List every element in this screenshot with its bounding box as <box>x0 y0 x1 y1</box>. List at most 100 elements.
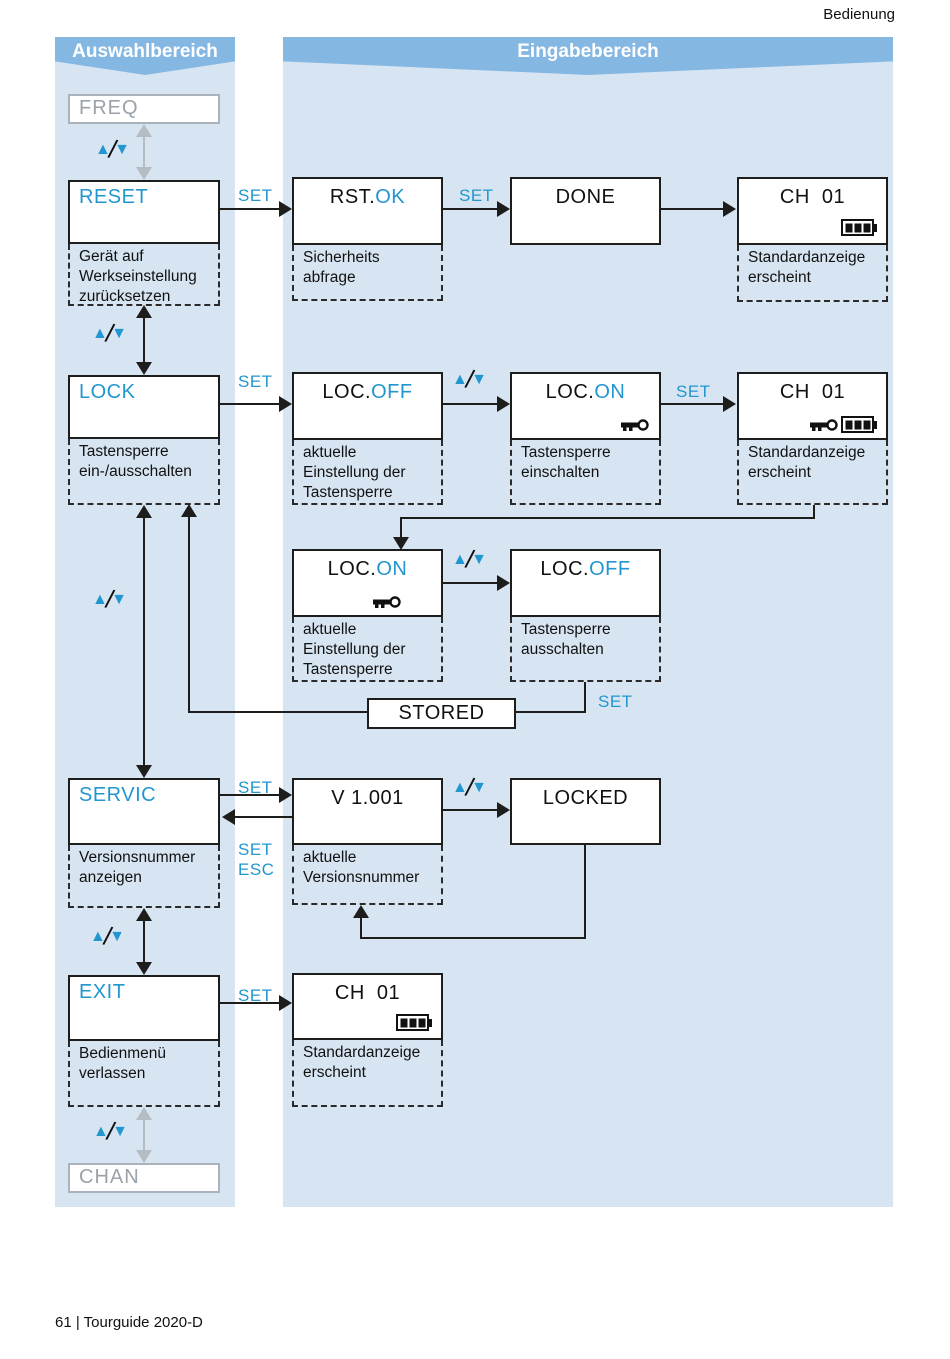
arrow-exit-chan <box>143 1119 145 1151</box>
menu-item-reset-label: RESET <box>79 186 149 208</box>
arrowhead-icon <box>136 765 152 778</box>
arrow-locoff-to-locon <box>443 403 498 405</box>
arrowhead-icon <box>723 396 736 412</box>
down-triangle-icon: ▼ <box>111 324 127 342</box>
connector-locked-to-version <box>584 845 586 939</box>
arrow-lock-servic <box>143 517 145 766</box>
arrowhead-icon <box>279 995 292 1011</box>
arrowhead-icon <box>497 396 510 412</box>
display-loc-on-current: LOC.ON <box>292 549 443 617</box>
display-loc-off-text: LOC. <box>322 381 372 403</box>
up-down-keys-label: ▲/▼ <box>452 772 487 803</box>
display-rst-ok-text: RST. <box>329 186 376 208</box>
up-down-keys-label: ▲/▼ <box>452 544 487 575</box>
arrowhead-icon <box>279 787 292 803</box>
arrow-exit-to-ch01 <box>220 1002 280 1004</box>
arrowhead-icon <box>136 362 152 375</box>
key-icon <box>810 419 838 431</box>
arrow-done-to-ch01 <box>661 208 724 210</box>
display-loc-on-text: LOC. <box>545 381 595 403</box>
display-ch01-lock-description: Standardanzeige erscheint <box>737 440 888 505</box>
arrowhead-icon <box>279 201 292 217</box>
display-version-description: aktuelle Versionsnummer <box>292 845 443 905</box>
down-triangle-icon: ▼ <box>471 370 487 388</box>
display-loc-on-current-text: LOC. <box>327 558 377 580</box>
menu-item-freq: FREQ <box>68 94 220 124</box>
menu-item-servic: SERVIC <box>68 778 220 845</box>
menu-item-chan: CHAN <box>68 1163 220 1193</box>
display-ch01-exit-text: CH 01 <box>334 982 401 1004</box>
up-down-keys-label: ▲/▼ <box>92 318 127 349</box>
arrowhead-icon <box>136 167 152 180</box>
set-key-label: SET <box>238 778 273 797</box>
set-key-label: SET <box>598 692 633 711</box>
display-stored: STORED <box>367 698 516 729</box>
display-version-text: V 1.001 <box>331 787 404 809</box>
up-triangle-icon: ▲ <box>452 778 468 796</box>
up-down-keys-label: ▲/▼ <box>90 921 125 952</box>
up-triangle-icon: ▲ <box>95 140 111 158</box>
connector-ch01-to-locon <box>400 517 815 519</box>
display-ch01-lock-text: CH 01 <box>779 381 846 403</box>
page-footer: 61 | Tourguide 2020-D <box>55 1314 203 1331</box>
connector-stored-to-lock <box>189 711 367 713</box>
arrowhead-icon <box>136 908 152 921</box>
menu-item-reset: RESET <box>68 180 220 244</box>
key-icon <box>373 596 401 608</box>
arrowhead-icon <box>136 1107 152 1120</box>
display-ch01-exit-description: Standardanzeige erscheint <box>292 1040 443 1107</box>
display-rst-ok: RST.OK <box>292 177 443 245</box>
display-ch01-exit: CH 01 <box>292 973 443 1040</box>
up-down-keys-label: ▲/▼ <box>452 364 487 395</box>
down-triangle-icon: ▼ <box>109 927 125 945</box>
up-triangle-icon: ▲ <box>92 590 108 608</box>
menu-item-lock-description: Tastensperre ein-/ausschalten <box>68 439 220 505</box>
arrowhead-icon <box>497 201 510 217</box>
display-done: DONE <box>510 177 661 245</box>
down-triangle-icon: ▼ <box>471 550 487 568</box>
display-ch01-reset-description: Standardanzeige erscheint <box>737 245 888 302</box>
menu-item-chan-label: CHAN <box>79 1166 140 1188</box>
menu-item-freq-label: FREQ <box>79 97 139 119</box>
arrow-reset-lock <box>143 317 145 363</box>
display-loc-on-enable-description: Tastensperre einschalten <box>510 440 661 505</box>
display-loc-off-current-description: aktuelle Einstellung der Tastensperre <box>292 440 443 505</box>
arrow-reset-to-rstok <box>220 208 280 210</box>
display-ch01-lock: CH 01 <box>737 372 888 440</box>
menu-item-exit: EXIT <box>68 975 220 1041</box>
key-icon <box>621 419 649 431</box>
set-key-label: SET <box>238 372 273 391</box>
connector-locked-to-version <box>360 937 586 939</box>
up-triangle-icon: ▲ <box>452 370 468 388</box>
battery-icon <box>841 416 877 433</box>
display-locked: LOCKED <box>510 778 661 845</box>
set-key-label: SET <box>676 382 711 401</box>
display-loc-on-enable: LOC.ON <box>510 372 661 440</box>
display-done-text: DONE <box>555 186 616 208</box>
arrowhead-icon <box>136 124 152 137</box>
menu-item-exit-description: Bedienmenü verlassen <box>68 1041 220 1107</box>
battery-icon <box>841 219 877 236</box>
arrow-rstok-to-done <box>443 208 498 210</box>
arrowhead-icon <box>723 201 736 217</box>
arrowhead-icon <box>393 537 409 550</box>
battery-icon <box>396 1014 432 1031</box>
up-triangle-icon: ▲ <box>452 550 468 568</box>
menu-item-exit-label: EXIT <box>79 981 126 1003</box>
page-header: Bedienung <box>823 6 895 23</box>
display-loc-on-current-description: aktuelle Einstellung der Tastensperre <box>292 617 443 682</box>
arrow-servic-to-version <box>220 794 280 796</box>
up-down-keys-label: ▲/▼ <box>95 134 130 165</box>
menu-item-lock-label: LOCK <box>79 381 136 403</box>
down-triangle-icon: ▼ <box>112 1122 128 1140</box>
set-key-label: SET <box>459 186 494 205</box>
display-loc-off-accent: OFF <box>371 381 413 403</box>
display-ch01-reset-text: CH 01 <box>779 186 846 208</box>
menu-item-reset-description: Gerät auf Werkseinstellung zurücksetzen <box>68 244 220 306</box>
connector-locoff-to-stored <box>516 711 586 713</box>
connector-ch01-to-locon <box>400 519 402 539</box>
arrow-locon-to-ch01 <box>661 403 724 405</box>
arrowhead-icon <box>222 809 235 825</box>
up-triangle-icon: ▲ <box>90 927 106 945</box>
arrow-servic-exit <box>143 920 145 963</box>
